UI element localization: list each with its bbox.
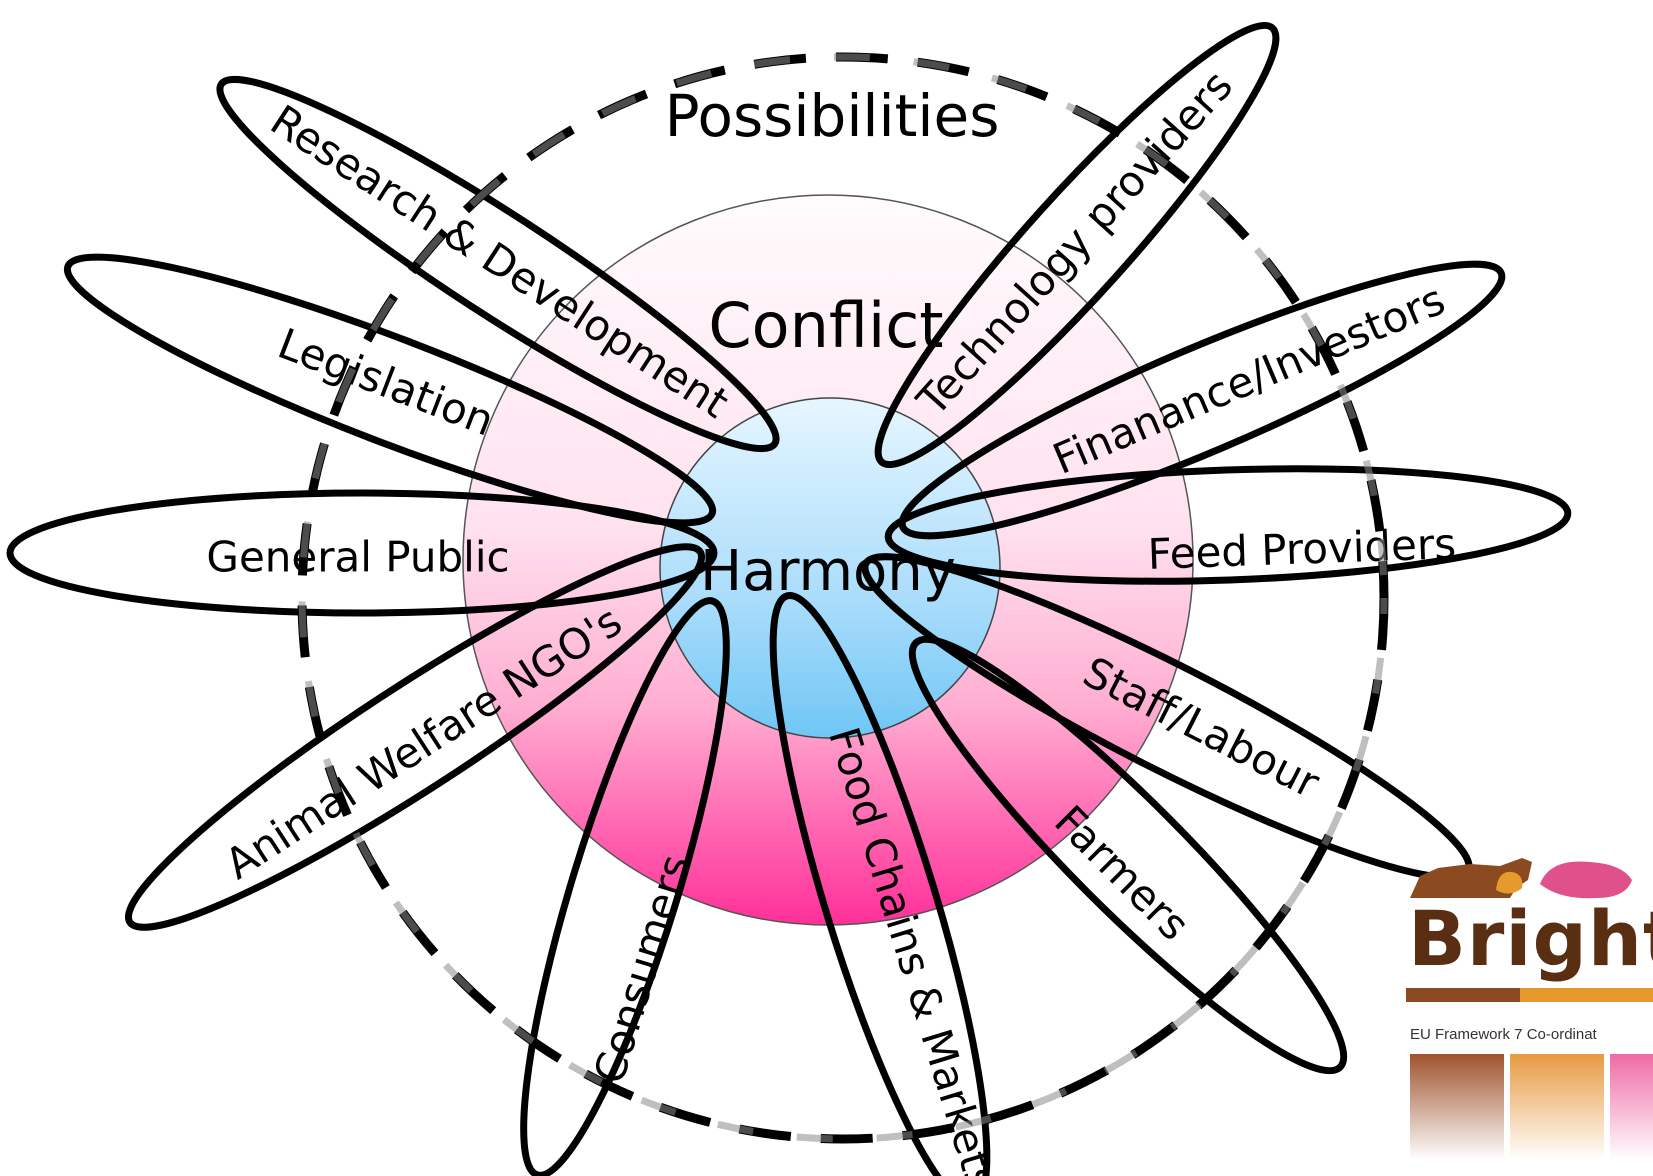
chicken-icon <box>1496 871 1523 894</box>
petal-general-public: General Public <box>6 489 718 617</box>
logo-wordmark: BrightA <box>1408 894 1653 983</box>
logo-subtitle: EU Framework 7 Co-ordinat <box>1410 1026 1597 1043</box>
stakeholder-label: Consumers <box>584 849 700 1089</box>
petal-feed-providers: Feed Providers <box>884 465 1572 585</box>
pig-icon <box>1540 861 1632 899</box>
stakeholder-label: General Public <box>206 533 509 582</box>
stakeholder-label: Legislation <box>272 319 501 446</box>
zone-label-conflict: Conflict <box>708 289 943 362</box>
brightanimal-logo: BrightA EU Framework 7 Co-ordinat <box>1400 840 1653 1176</box>
zone-label-possibilities: Possibilities <box>665 82 1000 150</box>
zone-label-harmony: Harmony <box>700 539 956 604</box>
possibilities-boundary-through-petals <box>298 53 1388 1143</box>
stakeholder-label: Feed Providers <box>1147 519 1457 579</box>
